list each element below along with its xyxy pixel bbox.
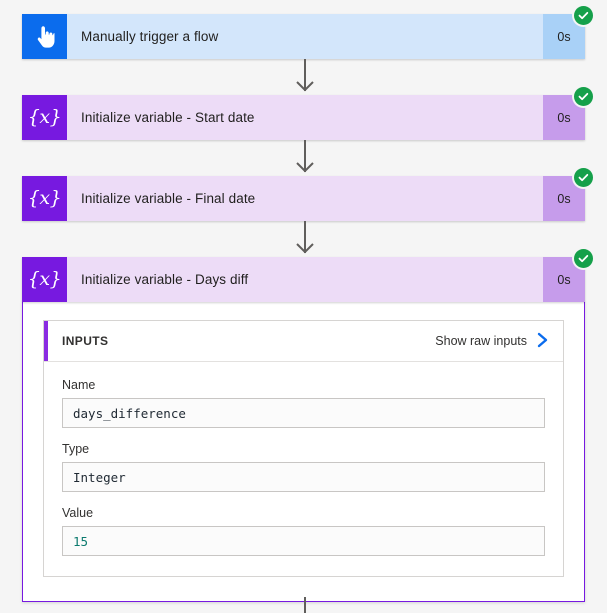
variable-braces-icon: {x}	[22, 95, 67, 140]
input-field-name: Name days_difference	[62, 378, 545, 428]
field-value-name[interactable]: days_difference	[62, 398, 545, 428]
variable-glyph: {x}	[27, 268, 62, 290]
show-raw-inputs-label: Show raw inputs	[435, 334, 527, 348]
input-field-value: Value 15	[62, 506, 545, 556]
status-succeeded-icon	[574, 168, 593, 187]
flow-connector-1	[304, 59, 306, 91]
inputs-panel-header: INPUTS Show raw inputs	[44, 321, 563, 362]
flow-node-init-days-diff[interactable]: {x} Initialize variable - Days diff 0s I…	[22, 249, 593, 602]
flow-node-init-start-date[interactable]: {x} Initialize variable - Start date 0s	[22, 87, 593, 140]
variable-braces-icon: {x}	[22, 176, 67, 221]
node-expanded-body: INPUTS Show raw inputs Name days_diffe	[22, 302, 585, 602]
flow-node-manual-trigger[interactable]: Manually trigger a flow 0s	[22, 6, 593, 59]
field-value-type[interactable]: Integer	[62, 462, 545, 492]
status-succeeded-icon	[574, 249, 593, 268]
status-succeeded-icon	[574, 6, 593, 25]
variable-braces-icon: {x}	[22, 257, 67, 302]
variable-glyph: {x}	[27, 187, 62, 209]
node-header[interactable]: {x} Initialize variable - Days diff 0s	[22, 249, 593, 302]
field-value-value[interactable]: 15	[62, 526, 545, 556]
field-label: Name	[62, 378, 96, 392]
chevron-right-icon	[536, 332, 549, 351]
inputs-fields: Name days_difference Type Integer Value …	[44, 362, 563, 576]
node-duration: 0s	[543, 257, 585, 302]
field-label: Type	[62, 442, 90, 456]
node-header[interactable]: {x} Initialize variable - Start date 0s	[22, 87, 593, 140]
flow-connector-3	[304, 221, 306, 253]
node-title: Manually trigger a flow	[81, 29, 219, 44]
status-succeeded-icon	[574, 87, 593, 106]
inputs-panel: INPUTS Show raw inputs Name days_diffe	[43, 320, 564, 577]
node-title: Initialize variable - Days diff	[81, 272, 249, 287]
flow-node-init-final-date[interactable]: {x} Initialize variable - Final date 0s	[22, 168, 593, 221]
flow-connector-arrow-2	[294, 161, 316, 173]
flow-connector-arrow-3	[294, 242, 316, 254]
flow-connector-4	[304, 597, 306, 613]
node-header[interactable]: Manually trigger a flow 0s	[22, 6, 593, 59]
node-header[interactable]: {x} Initialize variable - Final date 0s	[22, 168, 593, 221]
flow-connector-arrow-1	[294, 80, 316, 92]
variable-glyph: {x}	[27, 106, 62, 128]
field-label: Value	[62, 506, 94, 520]
input-field-type: Type Integer	[62, 442, 545, 492]
hand-pointer-icon	[22, 14, 67, 59]
inputs-heading: INPUTS	[62, 334, 109, 348]
flow-connector-2	[304, 140, 306, 172]
node-title: Initialize variable - Start date	[81, 110, 255, 125]
show-raw-inputs-link[interactable]: Show raw inputs	[435, 332, 549, 351]
node-title: Initialize variable - Final date	[81, 191, 256, 206]
